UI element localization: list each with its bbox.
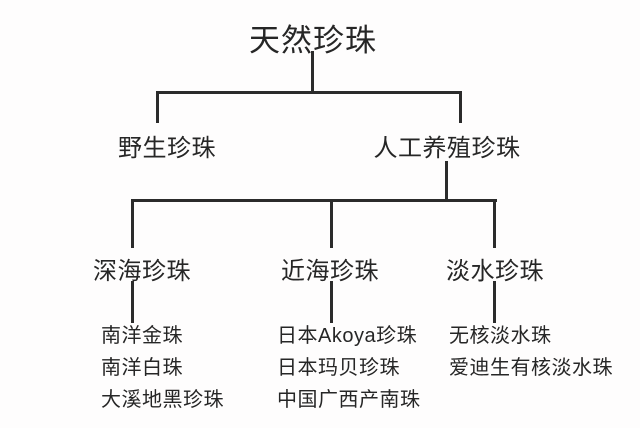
connector-deepsea-leaf-stem [131,281,134,323]
connector-offshore-leaf-stem [330,281,333,323]
node-natural-pearl: 天然珍珠 [249,23,377,58]
connector-level2-horizontal [131,199,497,202]
leaf-list-offshore: 日本Akoya珍珠 日本玛贝珍珠 中国广西产南珠 [277,326,421,422]
leaf-edison-nucleated-freshwater-pearl: 爱迪生有核淡水珠 [449,357,613,379]
leaf-tahitian-black-pearl: 大溪地黑珍珠 [101,389,224,411]
leaf-list-deep-sea: 南洋金珠 南洋白珠 大溪地黑珍珠 [101,326,224,422]
node-cultured-pearl: 人工养殖珍珠 [373,135,521,162]
leaf-nucleus-free-freshwater-pearl: 无核淡水珠 [449,325,552,347]
node-wild-pearl: 野生珍珠 [118,135,216,162]
node-offshore-pearl: 近海珍珠 [281,258,379,285]
leaf-china-guangxi-south-pearl: 中国广西产南珠 [277,389,421,411]
connector-cultured-drop [459,91,462,123]
connector-root-drop [311,51,314,93]
leaf-japan-mabe-pearl: 日本玛贝珍珠 [277,357,400,379]
connector-wild-drop [156,91,159,123]
connector-level1-horizontal [156,91,462,94]
leaf-japan-akoya-pearl: 日本Akoya珍珠 [277,325,418,347]
connector-freshwater-drop [493,199,496,248]
leaf-south-sea-white-pearl: 南洋白珠 [101,357,183,379]
node-freshwater-pearl: 淡水珍珠 [446,258,544,285]
connector-cultured-stem [445,161,448,202]
connector-freshwater-leaf-stem [493,281,496,323]
connector-deepsea-drop [131,199,134,248]
leaf-south-sea-golden-pearl: 南洋金珠 [101,325,183,347]
node-deep-sea-pearl: 深海珍珠 [93,258,191,285]
leaf-list-freshwater: 无核淡水珠 爱迪生有核淡水珠 [449,326,613,390]
connector-offshore-drop [330,199,333,248]
